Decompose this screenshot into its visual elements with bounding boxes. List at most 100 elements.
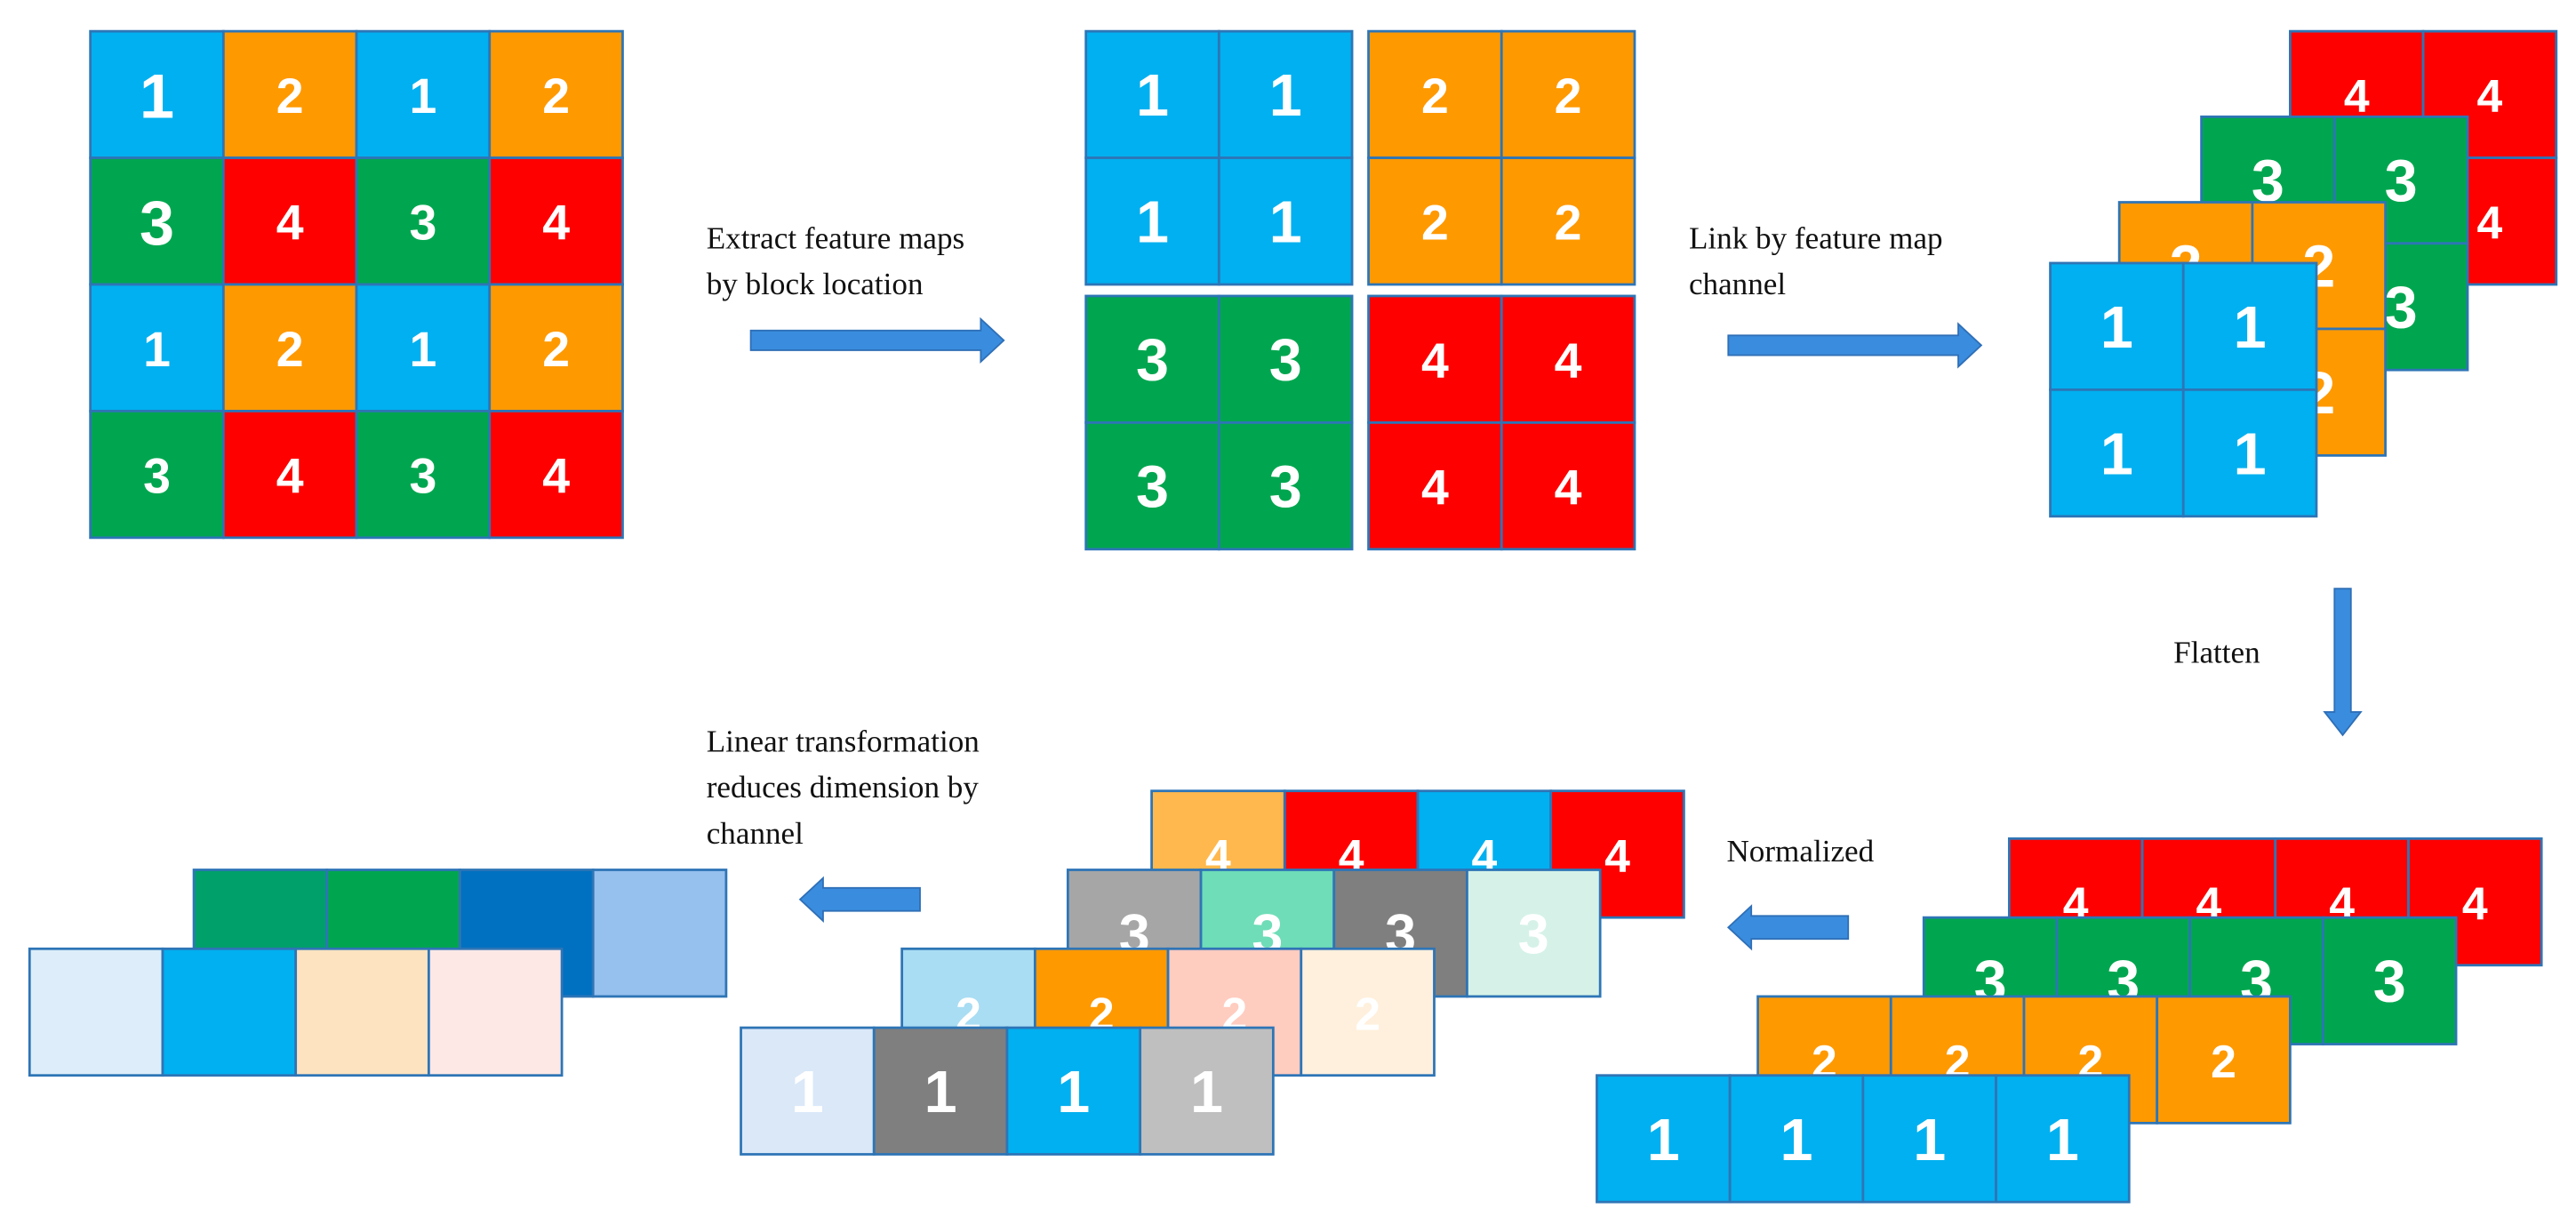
reduced-cell	[427, 947, 564, 1077]
block-cell-label: 2	[1555, 196, 1582, 251]
block-cell-label: 1	[1269, 63, 1302, 129]
normalized-cell-label: 1	[1057, 1060, 1090, 1125]
input-cell-rect	[89, 29, 225, 159]
block-cell-rect	[1367, 29, 1503, 159]
input-cell-rect	[221, 29, 358, 159]
normalized-cell-label: 2	[1355, 988, 1380, 1039]
normalized-cell-rect	[740, 1026, 876, 1156]
stacked-cell-label: 1	[2100, 421, 2133, 487]
normalized-cell: 2	[1300, 947, 1436, 1077]
stacked-cell-rect	[2181, 388, 2318, 518]
block-cell-rect	[1217, 294, 1354, 424]
block-cell-rect	[1367, 156, 1503, 286]
block-cell: 3	[1217, 294, 1354, 424]
reduced-cell-rect	[591, 869, 728, 998]
block-cell-rect	[1084, 294, 1220, 424]
flow-arrows	[749, 316, 2363, 951]
input-cell: 1	[355, 283, 492, 412]
block-cell-label: 4	[1555, 460, 1582, 515]
input-cell-label: 1	[140, 61, 174, 132]
block-cell-rect	[1500, 420, 1636, 551]
reduced-row-front	[28, 947, 564, 1077]
normalized-cell: 1	[740, 1026, 876, 1156]
block-cell: 3	[1084, 420, 1220, 551]
input-cell: 3	[355, 156, 492, 286]
block-cell: 3	[1217, 420, 1354, 551]
stacked-cell: 1	[2049, 388, 2185, 518]
block-cell-rect	[1367, 420, 1503, 551]
block-cell-rect	[1084, 156, 1220, 286]
block-cell: 1	[1217, 156, 1354, 286]
input-cell-label: 2	[542, 322, 570, 377]
normalized-cell-rect	[1466, 869, 1602, 998]
input-cell: 2	[488, 29, 624, 159]
stacked-cell-label: 3	[2385, 148, 2418, 214]
input-cell-rect	[89, 410, 225, 540]
input-cell-label: 3	[143, 448, 171, 503]
normalized-cell-label: 1	[924, 1060, 957, 1125]
block-cell-rect	[1217, 29, 1354, 159]
flattened-cell-label: 3	[2373, 949, 2406, 1015]
normalized-caption: Normalized	[1726, 834, 1874, 869]
block-cell-rect	[1500, 29, 1636, 159]
normalized-cell: 3	[1466, 869, 1602, 998]
input-cell-rect	[221, 410, 358, 540]
reduced-cell-rect	[161, 947, 298, 1077]
extract-caption: Extract feature maps by block location	[707, 220, 972, 301]
input-cell-label: 1	[409, 68, 436, 124]
block-cell-rect	[1217, 420, 1354, 551]
normalized-cell-rect	[1300, 947, 1436, 1077]
input-cell: 1	[89, 29, 225, 159]
block-cell-label: 2	[1421, 196, 1449, 251]
reduced-cell	[294, 947, 430, 1077]
input-cell: 4	[221, 156, 358, 286]
reduced-cell	[28, 947, 164, 1077]
stacked-cell-label: 3	[2385, 276, 2418, 341]
input-cell-rect	[488, 156, 624, 286]
block-cell-label: 4	[1421, 333, 1449, 388]
normalized-cell: 1	[872, 1026, 1009, 1156]
block-cell-label: 4	[1555, 333, 1582, 388]
stacked-cell-label: 1	[2100, 295, 2133, 361]
normalized-cell: 1	[1005, 1026, 1142, 1156]
reduced-cell-rect	[28, 947, 164, 1077]
input-cell-rect	[355, 29, 492, 159]
block-cell-rect	[1500, 156, 1636, 286]
flattened-cell-label: 1	[1913, 1108, 1946, 1173]
block-cell-label: 3	[1136, 454, 1169, 520]
block-cell: 1	[1217, 29, 1354, 159]
input-cell-label: 3	[409, 448, 436, 503]
block-cell-rect	[1084, 29, 1220, 159]
stacked-cell-rect	[2049, 388, 2185, 518]
normalized-cell-label: 4	[1604, 830, 1630, 882]
input-cell-label: 3	[409, 196, 436, 251]
block-cell: 4	[1367, 294, 1503, 424]
reduced-cell-rect	[294, 947, 430, 1077]
normalized-cell-rect	[872, 1026, 1009, 1156]
stacked-cell-label: 1	[2234, 421, 2267, 487]
block-cell: 1	[1084, 29, 1220, 159]
flattened-cell: 1	[1861, 1074, 1997, 1204]
input-cell-label: 4	[542, 196, 570, 251]
block-cell-rect	[1367, 294, 1503, 424]
input-cell-rect	[488, 29, 624, 159]
input-cell: 2	[221, 283, 358, 412]
arrow-left-icon	[798, 876, 921, 923]
flattened-cell: 1	[1728, 1074, 1865, 1204]
input-cell-rect	[488, 410, 624, 540]
flattened-cell: 2	[2156, 995, 2292, 1125]
input-cell: 3	[355, 410, 492, 540]
input-cell-label: 1	[409, 322, 436, 377]
block-cell-label: 1	[1269, 190, 1302, 256]
input-cell: 2	[488, 283, 624, 412]
input-cell-rect	[221, 156, 358, 286]
